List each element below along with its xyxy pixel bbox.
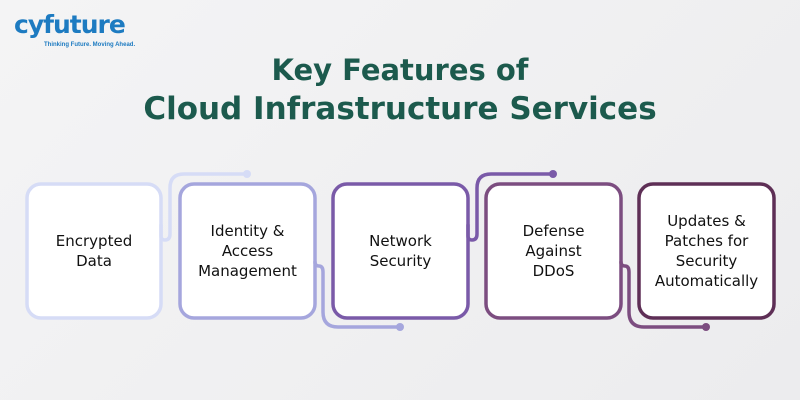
- feature-label-ddos-defense: Defense Against DDoS: [522, 222, 585, 280]
- feature-label-security-updates: Updates & Patches for Security Automatic…: [654, 212, 759, 290]
- feature-label-identity-access: Identity & Access Management: [198, 222, 297, 280]
- feature-box-5: [637, 182, 776, 320]
- logo-tagline: Thinking Future. Moving Ahead.: [44, 42, 136, 48]
- connector-2: [313, 260, 402, 329]
- connector-1: [159, 172, 249, 242]
- logo-wordmark: cyfuture: [14, 10, 126, 39]
- feature-label-network-security: Network Security: [369, 232, 432, 270]
- feature-box-3: [331, 182, 470, 320]
- title-line-2: Cloud Infrastructure Services: [143, 91, 657, 127]
- cyfuture-logo: cyfuture Thinking Future. Moving Ahead.: [14, 10, 135, 49]
- connector-dot-4: [702, 323, 710, 331]
- connector-dot-3: [549, 170, 557, 178]
- connector-dot-2: [396, 323, 404, 331]
- feature-box-1: [25, 182, 163, 320]
- connector-3: [466, 172, 555, 242]
- feature-box-2: [178, 182, 317, 320]
- connector-dot-1: [243, 170, 251, 178]
- feature-box-4: [484, 182, 623, 320]
- title-line-1: Key Features of: [271, 53, 529, 87]
- feature-label-encrypted-data: Encrypted Data: [55, 232, 133, 270]
- connector-4: [619, 260, 708, 329]
